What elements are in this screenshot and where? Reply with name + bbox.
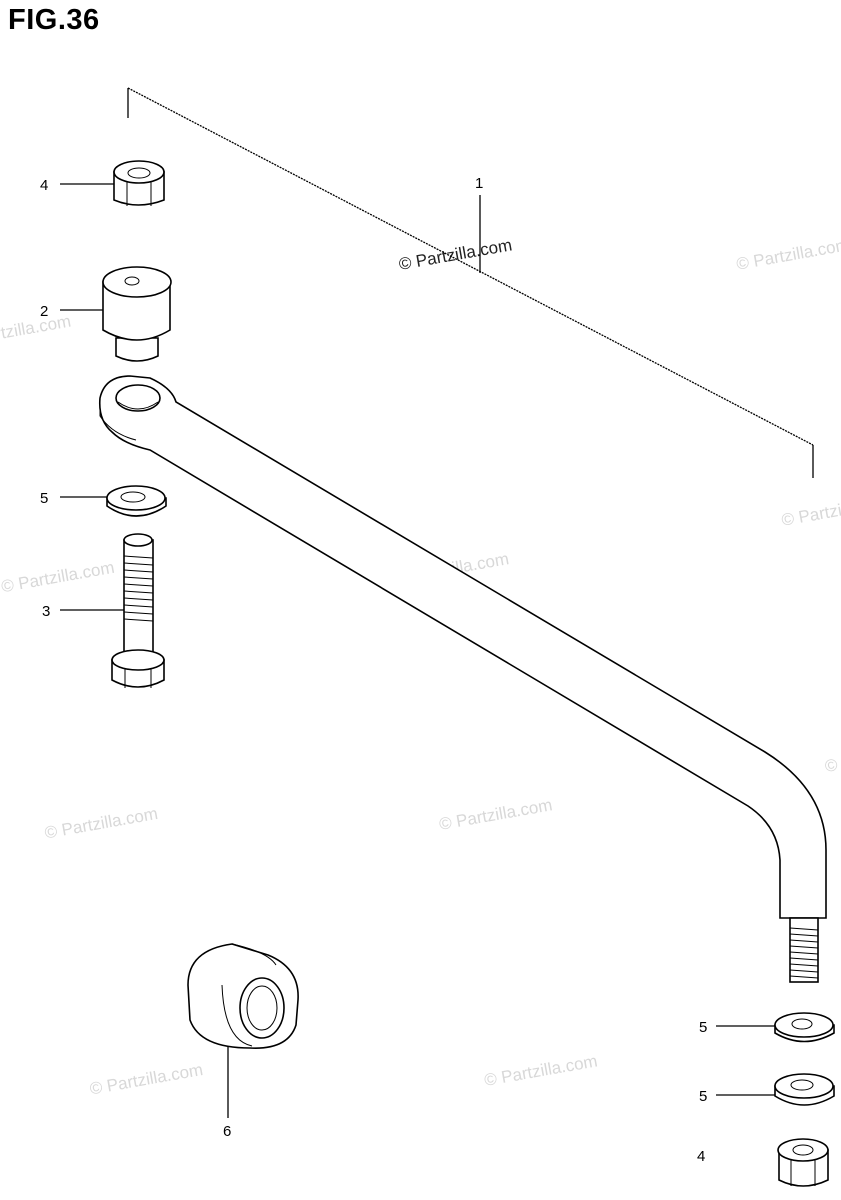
thread-mark <box>123 618 154 622</box>
thread-mark <box>123 576 154 580</box>
watermark: © Partzilla.com <box>735 235 841 274</box>
watermark-center: © Partzilla.com <box>397 235 513 274</box>
callout-washer-bottom-1: 5 <box>699 1019 707 1036</box>
callout-collar: 6 <box>223 1123 231 1140</box>
drag-link <box>98 375 827 919</box>
watermark: © Partzilla.com <box>43 804 159 843</box>
callout-bushing: 2 <box>40 303 48 320</box>
watermark: © Partzilla.com <box>0 312 72 351</box>
callout-washer-bottom-2: 5 <box>699 1088 707 1105</box>
figure-title: FIG.36 <box>8 4 100 36</box>
watermark: © Partzilla.com <box>88 1060 204 1099</box>
thread-mark <box>123 583 154 587</box>
bolt <box>111 533 165 688</box>
callout-nut-bottom: 4 <box>697 1148 705 1165</box>
callout-nut-top: 4 <box>40 177 48 194</box>
assembly-bracket <box>127 87 814 478</box>
leader-lines <box>60 183 775 1118</box>
thread-mark <box>789 945 819 949</box>
watermark: © Partzilla.com <box>823 737 841 776</box>
watermark: © Partzilla.com <box>0 558 116 597</box>
washer-bottom-1 <box>774 1012 835 1043</box>
callout-bolt: 3 <box>42 603 50 620</box>
thread-mark <box>789 939 819 943</box>
thread-mark <box>789 933 819 937</box>
thread-mark <box>789 951 819 955</box>
thread-mark <box>789 975 819 979</box>
thread-mark <box>123 590 154 594</box>
thread-mark <box>123 569 154 573</box>
watermark: © Partzilla.com <box>483 1051 599 1090</box>
watermark: © Partzilla.com <box>780 491 841 530</box>
thread-mark <box>123 597 154 601</box>
thread-mark <box>789 969 819 973</box>
nut-top <box>113 160 165 206</box>
nut-bottom <box>777 1138 829 1187</box>
thread-mark <box>789 957 819 961</box>
collar <box>187 943 299 1049</box>
thread-mark <box>123 562 154 566</box>
thread-mark <box>789 927 819 931</box>
washer-bottom-2 <box>774 1073 835 1106</box>
washer-top <box>106 485 167 517</box>
threaded-end <box>789 917 819 983</box>
bushing <box>102 266 172 362</box>
callout-assembly: 1 <box>475 175 483 192</box>
thread-mark <box>789 963 819 967</box>
thread-mark <box>123 604 154 608</box>
callout-washer-top: 5 <box>40 490 48 507</box>
watermark: © Partzilla.com <box>438 795 554 834</box>
thread-mark <box>123 611 154 615</box>
thread-mark <box>123 555 154 559</box>
